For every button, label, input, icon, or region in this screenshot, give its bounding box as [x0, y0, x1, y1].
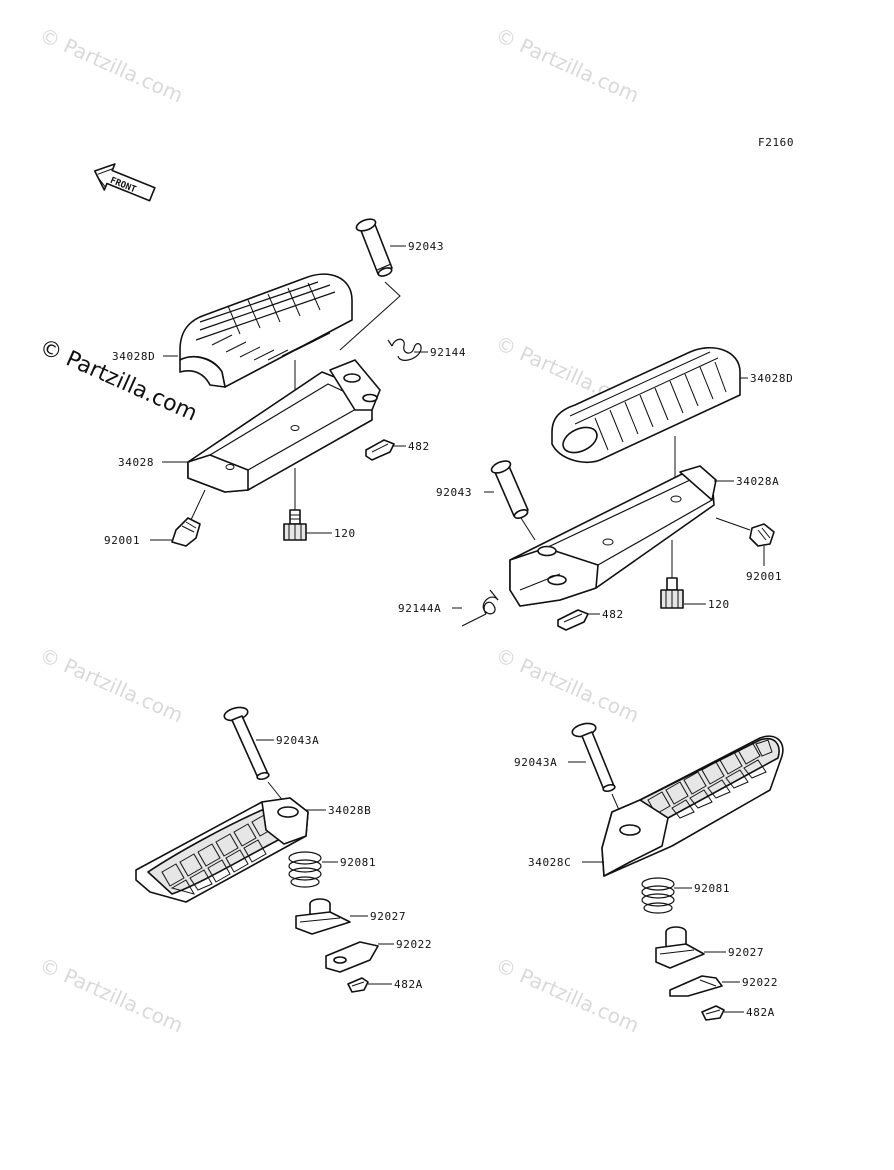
pin-92043a — [223, 706, 270, 781]
cotter-pin-482 — [365, 439, 395, 461]
footpeg-assembly-rear-right — [571, 722, 784, 1021]
plate-92022 — [325, 941, 379, 973]
label-92081: 92081 — [694, 882, 730, 895]
label-92043a: 92043A — [514, 756, 557, 769]
leader-lines — [150, 245, 765, 1013]
label-92081: 92081 — [340, 856, 376, 869]
label-92043: 92043 — [408, 240, 444, 253]
label-482: 482 — [408, 440, 430, 453]
label-92001: 92001 — [104, 534, 140, 547]
label-34028: 34028 — [118, 456, 154, 469]
footpeg-assembly-rear-left — [135, 706, 379, 993]
label-34028d: 34028D — [750, 372, 793, 385]
pin-92043a — [571, 722, 616, 793]
bolt-92001 — [171, 489, 206, 547]
pin-92043 — [490, 460, 529, 519]
label-92043a: 92043A — [276, 734, 319, 747]
bracket-92027 — [655, 926, 705, 969]
label-92022: 92022 — [742, 976, 778, 989]
rubber-pad-34028d — [551, 347, 741, 464]
cotter-pin-482a — [701, 1005, 725, 1021]
watermark: © Partzilla.com — [492, 953, 643, 1038]
label-482: 482 — [602, 608, 624, 621]
footpeg-34028c — [601, 735, 784, 877]
label-92022: 92022 — [396, 938, 432, 951]
rubber-pad-34028d — [179, 273, 353, 388]
watermark: © Partzilla.com — [492, 23, 643, 108]
label-482a: 482A — [394, 978, 423, 991]
footpeg-34028b — [135, 797, 309, 903]
watermark: © Partzilla.com — [36, 23, 187, 108]
label-34028d: 34028D — [112, 350, 155, 363]
spring-92081 — [288, 851, 322, 888]
label-92144a: 92144A — [398, 602, 441, 615]
label-34028c: 34028C — [528, 856, 571, 869]
label-92043: 92043 — [436, 486, 472, 499]
front-arrow-icon: FRONT — [93, 163, 156, 202]
label-92144: 92144 — [430, 346, 466, 359]
figure-code: F2160 — [758, 136, 794, 149]
footpeg-assembly-front-left — [171, 218, 422, 547]
plate-92022 — [669, 975, 723, 997]
pin-92043 — [355, 218, 393, 277]
watermark-main: © Partzilla.com — [36, 335, 201, 427]
bracket-92027 — [295, 898, 351, 935]
label-92001: 92001 — [746, 570, 782, 583]
label-92027: 92027 — [370, 910, 406, 923]
bolt-120 — [283, 468, 307, 541]
cotter-pin-482a — [347, 977, 369, 993]
label-120: 120 — [708, 598, 730, 611]
footpeg-bracket-34028a — [509, 465, 717, 607]
spring-92081 — [641, 877, 675, 914]
spring-92144 — [387, 338, 422, 361]
watermark: © Partzilla.com — [36, 643, 187, 728]
footpeg-bracket-34028 — [187, 359, 381, 493]
bolt-120 — [660, 540, 684, 609]
cotter-pin-482 — [557, 609, 589, 631]
label-482a: 482A — [746, 1006, 775, 1019]
footpeg-assembly-front-right — [461, 347, 775, 631]
spring-92144a — [461, 589, 499, 627]
watermark: © Partzilla.com — [492, 643, 643, 728]
label-34028b: 34028B — [328, 804, 371, 817]
part-labels: 92043 92144 34028D 34028 482 92001 120 3… — [104, 240, 793, 1019]
label-34028a: 34028A — [736, 475, 779, 488]
label-92027: 92027 — [728, 946, 764, 959]
watermark: © Partzilla.com — [36, 953, 187, 1038]
label-120: 120 — [334, 527, 356, 540]
bolt-92001 — [715, 517, 775, 547]
